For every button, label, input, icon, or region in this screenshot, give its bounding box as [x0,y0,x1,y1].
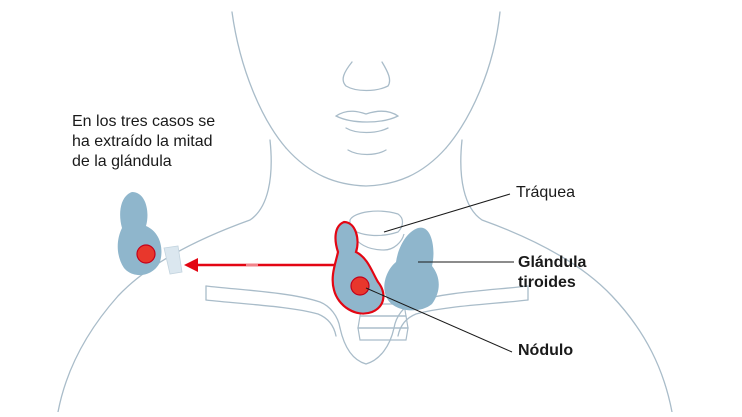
annotation-line-2: ha extraído la mitad [72,132,272,152]
nodule-dot [351,277,369,295]
annotation-text: En los tres casos se ha extraído la mita… [72,112,272,172]
extraction-arrow [184,258,334,272]
extracted-lobe [118,192,182,275]
label-thyroid: Glándula tiroides [518,253,586,293]
annotation-line-3: de la glándula [72,152,272,172]
extracted-nodule-dot [137,245,155,263]
annotation-line-1: En los tres casos se [72,112,272,132]
label-thyroid-line-1: Glándula [518,253,586,273]
label-thyroid-line-2: tiroides [518,273,586,293]
thyroid-right-lobe [384,228,438,311]
label-trachea: Tráquea [516,183,575,203]
label-nodule: Nódulo [518,341,573,361]
